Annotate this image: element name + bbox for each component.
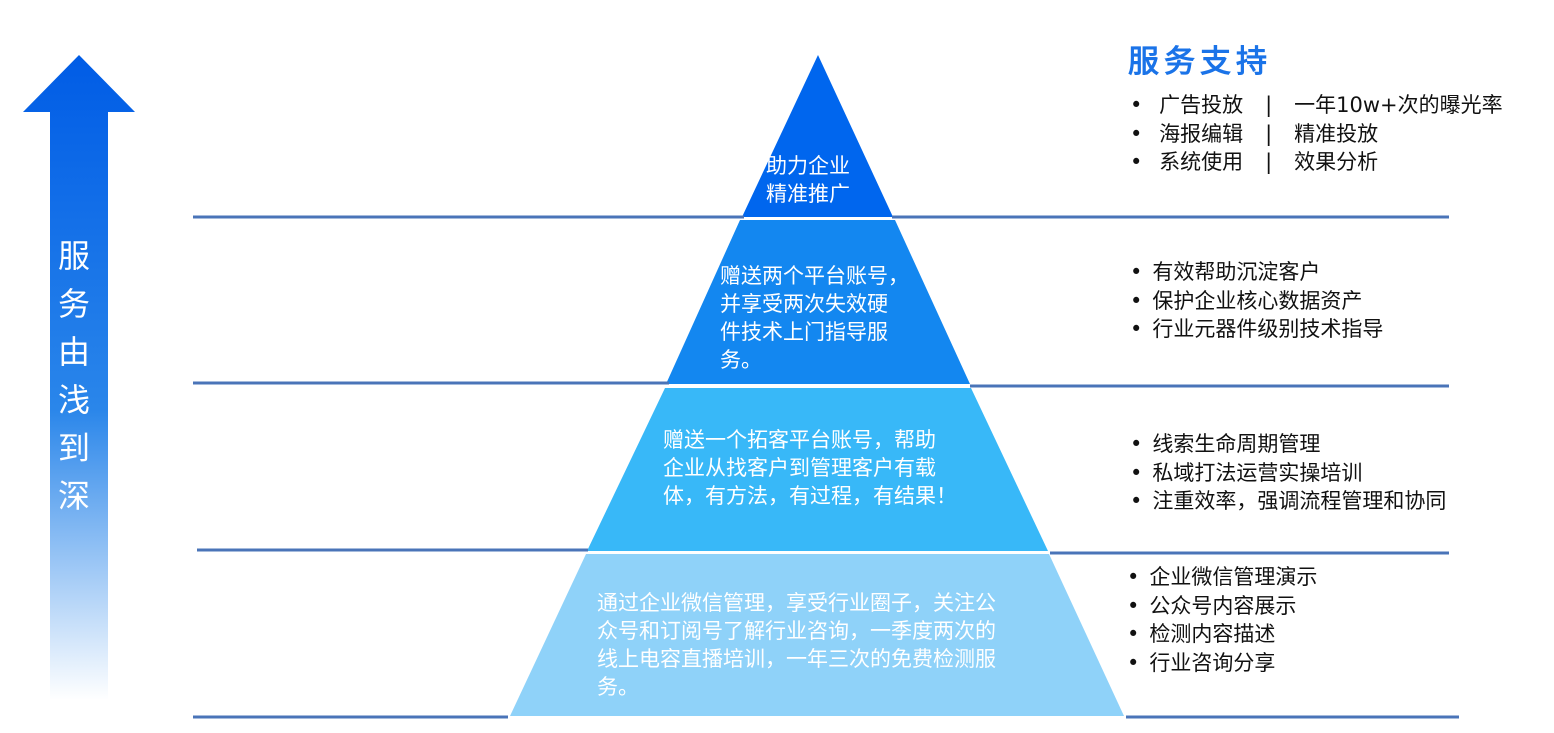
- service-support-list: 广告投放 | 一年10w+次的曝光率 海报编辑 | 精准投放 系统使用 | 效果分析: [1130, 91, 1503, 177]
- tier-2-feature-list: 有效帮助沉淀客户 保护企业核心数据资产 行业元器件级别技术指导: [1130, 258, 1383, 344]
- separator: |: [1265, 150, 1273, 174]
- pyramid-tier-3: [587, 388, 1048, 551]
- support-item-right: 效果分析: [1294, 150, 1379, 174]
- tier-2-text: 赠送两个平台账号， 并享受两次失效硬 件技术上门指导服 务。: [720, 264, 909, 372]
- pyramid-tier-1: [742, 55, 893, 217]
- list-item: 注重效率，强调流程管理和协同: [1130, 487, 1446, 516]
- support-item-left: 海报编辑: [1159, 121, 1244, 146]
- list-item: 线索生命周期管理: [1130, 430, 1446, 459]
- tier-3-text: 赠送一个拓客平台账号，帮助 企业从找客户到管理客户有载 体，有方法，有过程，有结…: [663, 428, 957, 508]
- arrow-label-char: 由: [57, 333, 90, 371]
- list-item: 检测内容描述: [1127, 620, 1317, 649]
- list-item: 私域打法运营实操培训: [1130, 459, 1446, 488]
- pyramid-tier-4: [510, 554, 1124, 716]
- tier-3-feature-list: 线索生命周期管理 私域打法运营实操培训 注重效率，强调流程管理和协同: [1130, 430, 1446, 516]
- arrow-label: 服 务 由 浅 到 深: [52, 232, 96, 520]
- support-item-right: 精准投放: [1294, 121, 1379, 146]
- separator: |: [1265, 121, 1273, 146]
- depth-arrow-icon: [23, 55, 135, 700]
- tier-4-text: 通过企业微信管理，享受行业圈子，关注公 众号和订阅号了解行业咨询，一季度两次的 …: [597, 591, 996, 699]
- support-item-right: 一年10w+次的曝光率: [1294, 93, 1503, 117]
- list-item: 广告投放 | 一年10w+次的曝光率: [1130, 91, 1503, 120]
- list-item: 行业元器件级别技术指导: [1130, 315, 1383, 344]
- arrow-label-char: 到: [57, 429, 90, 467]
- list-item: 海报编辑 | 精准投放: [1130, 120, 1503, 149]
- pyramid-tier-2: [666, 220, 970, 384]
- list-item: 有效帮助沉淀客户: [1130, 258, 1383, 287]
- support-item-left: 广告投放: [1159, 93, 1244, 117]
- arrow-label-char: 深: [57, 477, 90, 515]
- list-item: 企业微信管理演示: [1127, 563, 1317, 592]
- support-item-left: 系统使用: [1159, 150, 1244, 174]
- list-item: 行业咨询分享: [1127, 649, 1317, 678]
- list-item: 公众号内容展示: [1127, 592, 1317, 621]
- arrow-label-char: 务: [57, 285, 90, 323]
- separator: |: [1265, 93, 1273, 117]
- service-support-title: 服务支持: [1128, 44, 1272, 80]
- list-item: 保护企业核心数据资产: [1130, 287, 1383, 316]
- list-item: 系统使用 | 效果分析: [1130, 148, 1503, 177]
- divider-lines: [193, 215, 1459, 719]
- tier-1-text: 助力企业 精准推广: [766, 154, 850, 206]
- arrow-label-char: 服: [57, 237, 90, 275]
- tier-4-feature-list: 企业微信管理演示 公众号内容展示 检测内容描述 行业咨询分享: [1127, 563, 1317, 677]
- arrow-label-char: 浅: [57, 381, 90, 419]
